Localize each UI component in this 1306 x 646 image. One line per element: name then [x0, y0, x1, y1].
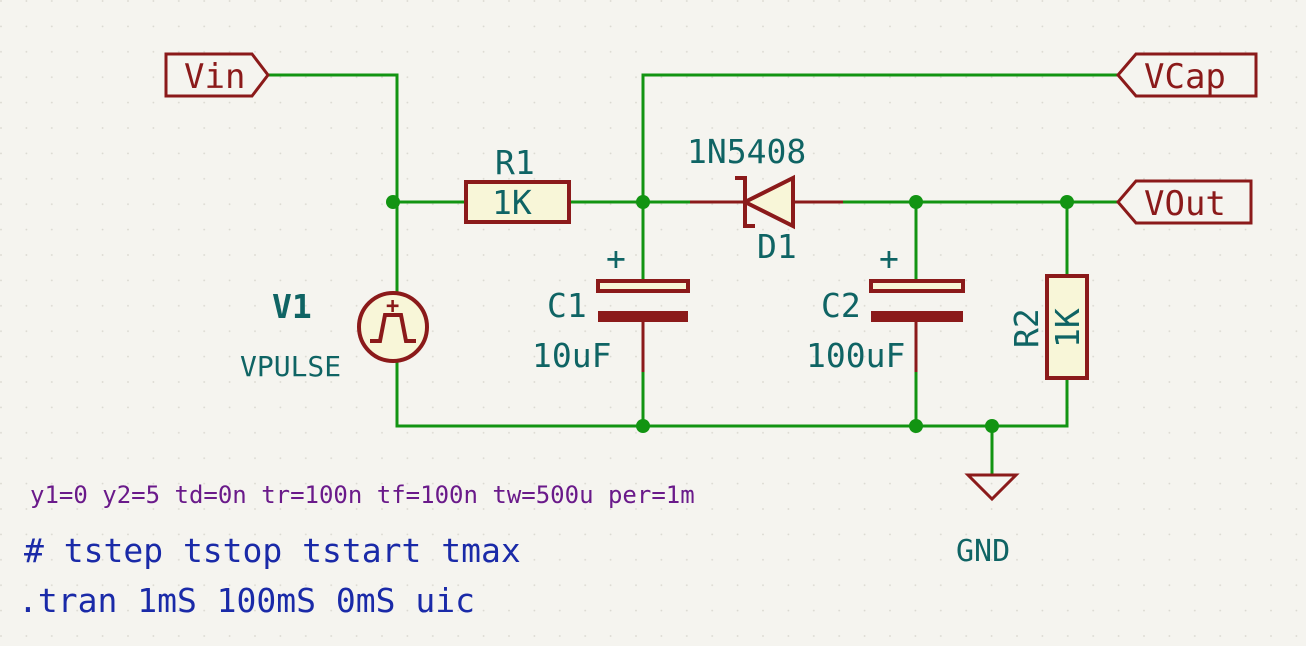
- ground-label: GND: [956, 534, 1010, 569]
- junction-dot: [909, 195, 923, 209]
- capacitor-c2-value: 100uF: [806, 336, 905, 375]
- capacitor-c1-plate-neg: [598, 311, 688, 322]
- capacitor-c2-polarity: +: [879, 239, 899, 278]
- sim-directive-command: .tran 1mS 100mS 0mS uic: [18, 581, 475, 620]
- voltage-source-v1-value: VPULSE: [240, 350, 341, 383]
- diode-d1[interactable]: 1N5408 D1: [687, 132, 843, 266]
- junction-dot: [636, 195, 650, 209]
- junction-dot: [1060, 195, 1074, 209]
- capacitor-c1-value: 10uF: [532, 336, 611, 375]
- net-flag-vout: [1116, 179, 1253, 225]
- diode-d1-value: 1N5408: [687, 132, 806, 171]
- capacitor-c2-plate-neg: [871, 311, 963, 322]
- voltage-source-v1[interactable]: + V1 VPULSE: [240, 287, 429, 383]
- voltage-source-v1-polarity: +: [386, 294, 399, 319]
- ground-symbol[interactable]: GND: [956, 473, 1020, 569]
- junction-dot: [636, 419, 650, 433]
- net-label-vin[interactable]: Vin: [164, 52, 270, 98]
- capacitor-c1-plate-pos: [596, 279, 690, 293]
- diode-d1-triangle: [740, 174, 795, 230]
- junctions: [386, 195, 1074, 433]
- resistor-r1[interactable]: R1 1K: [464, 143, 571, 224]
- diode-d1-cathode-bar: [735, 176, 755, 228]
- resistor-r2[interactable]: R2 1K: [1007, 274, 1089, 380]
- net-flag-vin: [164, 52, 270, 98]
- resistor-r2-value: 1K: [1048, 308, 1087, 348]
- resistor-r2-body: [1045, 274, 1089, 380]
- net-label-vin-text: Vin: [184, 57, 245, 97]
- net-label-vcap[interactable]: VCap: [1116, 52, 1258, 98]
- net-flag-vcap: [1116, 52, 1258, 98]
- capacitor-c2[interactable]: + C2 100uF: [806, 239, 965, 375]
- diode-d1-ref: D1: [757, 227, 797, 266]
- junction-dot: [386, 195, 400, 209]
- wires: [266, 73, 1120, 477]
- net-label-vout[interactable]: VOut: [1116, 179, 1253, 225]
- resistor-r2-ref: R2: [1007, 308, 1046, 348]
- pulse-waveform-icon: [370, 313, 416, 343]
- capacitor-c1[interactable]: + C1 10uF: [532, 239, 690, 375]
- capacitor-c1-ref: C1: [547, 286, 587, 325]
- capacitor-c1-polarity: +: [606, 239, 626, 278]
- resistor-r1-body: [464, 180, 571, 224]
- source-parameters: y1=0 y2=5 td=0n tr=100n tf=100n tw=500u …: [30, 481, 695, 509]
- wire-vin: [266, 73, 399, 297]
- net-label-vcap-text: VCap: [1144, 57, 1226, 97]
- junction-dot: [909, 419, 923, 433]
- voltage-source-v1-ref: V1: [272, 287, 312, 326]
- net-label-vout-text: VOut: [1144, 184, 1226, 224]
- junction-dot: [985, 419, 999, 433]
- capacitor-c2-plate-pos: [869, 279, 965, 293]
- voltage-source-v1-body: [357, 291, 429, 363]
- resistor-r1-value: 1K: [492, 183, 532, 222]
- wire-vcap: [641, 73, 1120, 204]
- sim-directive-comment: # tstep tstop tstart tmax: [24, 531, 521, 570]
- resistor-r1-ref: R1: [495, 143, 535, 182]
- capacitor-c2-ref: C2: [821, 286, 861, 325]
- ground-icon: [964, 473, 1020, 502]
